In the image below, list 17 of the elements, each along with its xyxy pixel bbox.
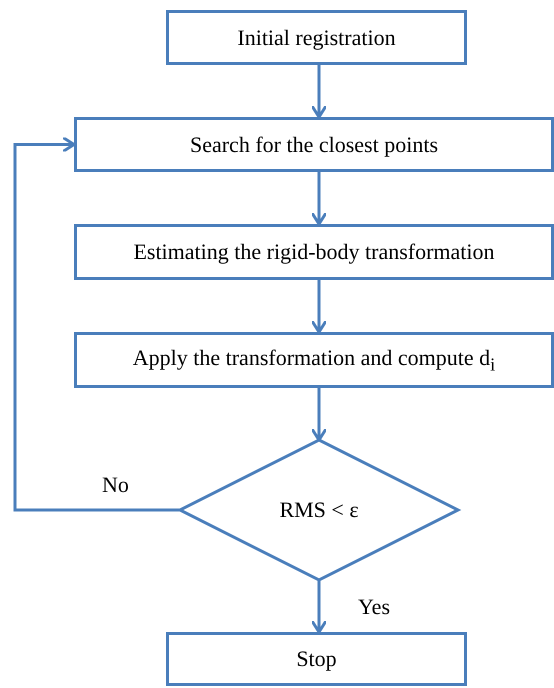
node-text: RMS < ε bbox=[279, 497, 359, 523]
arrow bbox=[310, 65, 328, 118]
node-text: Estimating the rigid-body transformation bbox=[133, 239, 495, 265]
process-box bbox=[166, 632, 467, 686]
node-text: Initial registration bbox=[237, 24, 396, 50]
arrow bbox=[310, 172, 328, 226]
arrow bbox=[14, 136, 180, 512]
arrow bbox=[310, 388, 328, 442]
arrow bbox=[310, 280, 328, 334]
process-box bbox=[166, 10, 467, 65]
node-text: Search for the closest points bbox=[190, 132, 438, 158]
process-box bbox=[74, 224, 554, 280]
process-box bbox=[74, 332, 554, 388]
arrow bbox=[310, 580, 328, 634]
node-text: Apply the transformation and compute d$_{i}$ bbox=[132, 344, 496, 376]
process-box bbox=[74, 117, 554, 172]
node-text: Stop bbox=[296, 646, 337, 672]
